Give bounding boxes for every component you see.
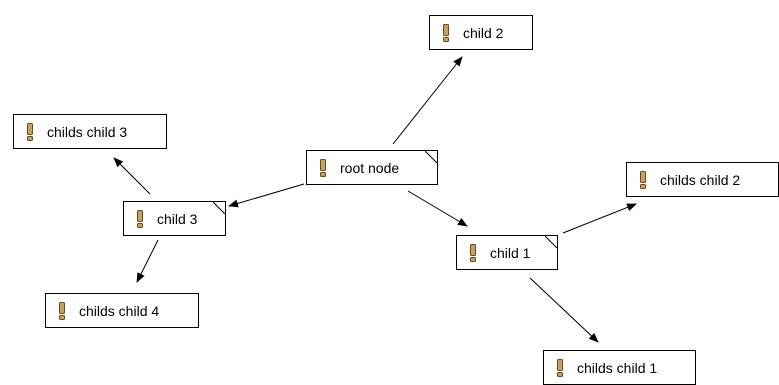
- exclamation-icon: [320, 158, 326, 177]
- node-child-3[interactable]: child 3: [123, 201, 226, 236]
- exclamation-icon: [640, 170, 646, 189]
- fold-corner-icon: [213, 202, 225, 214]
- edge-child-3-to-childs-child-3: [113, 157, 151, 195]
- node-label: childs child 2: [660, 171, 741, 188]
- node-label: childs child 3: [47, 123, 128, 140]
- node-child-2[interactable]: child 2: [429, 15, 533, 50]
- node-child-1[interactable]: child 1: [456, 235, 558, 270]
- fold-corner-icon: [545, 236, 557, 248]
- exclamation-icon: [470, 243, 476, 262]
- node-root-node[interactable]: root node: [306, 150, 438, 185]
- exclamation-icon: [137, 209, 143, 228]
- node-childs-child-3[interactable]: childs child 3: [13, 114, 167, 149]
- node-childs-child-2[interactable]: childs child 2: [626, 162, 779, 197]
- node-label: childs child 1: [577, 359, 658, 376]
- exclamation-icon: [27, 122, 33, 141]
- edge-root-node-to-child-1: [407, 190, 468, 227]
- node-label: child 3: [157, 210, 198, 227]
- node-label: root node: [340, 159, 400, 176]
- fold-corner-icon: [425, 151, 437, 163]
- edge-root-node-to-child-3: [228, 183, 305, 208]
- edge-child-3-to-childs-child-4: [136, 239, 159, 283]
- node-childs-child-4[interactable]: childs child 4: [45, 293, 199, 328]
- node-childs-child-1[interactable]: childs child 1: [543, 350, 696, 385]
- node-label: childs child 4: [79, 302, 160, 319]
- node-label: child 1: [490, 244, 531, 261]
- edge-child-1-to-childs-child-2: [562, 203, 637, 234]
- exclamation-icon: [557, 358, 563, 377]
- node-label: child 2: [463, 24, 504, 41]
- edge-child-1-to-childs-child-1: [529, 277, 599, 343]
- exclamation-icon: [59, 301, 65, 320]
- exclamation-icon: [443, 23, 449, 42]
- edge-root-node-to-child-2: [392, 56, 463, 145]
